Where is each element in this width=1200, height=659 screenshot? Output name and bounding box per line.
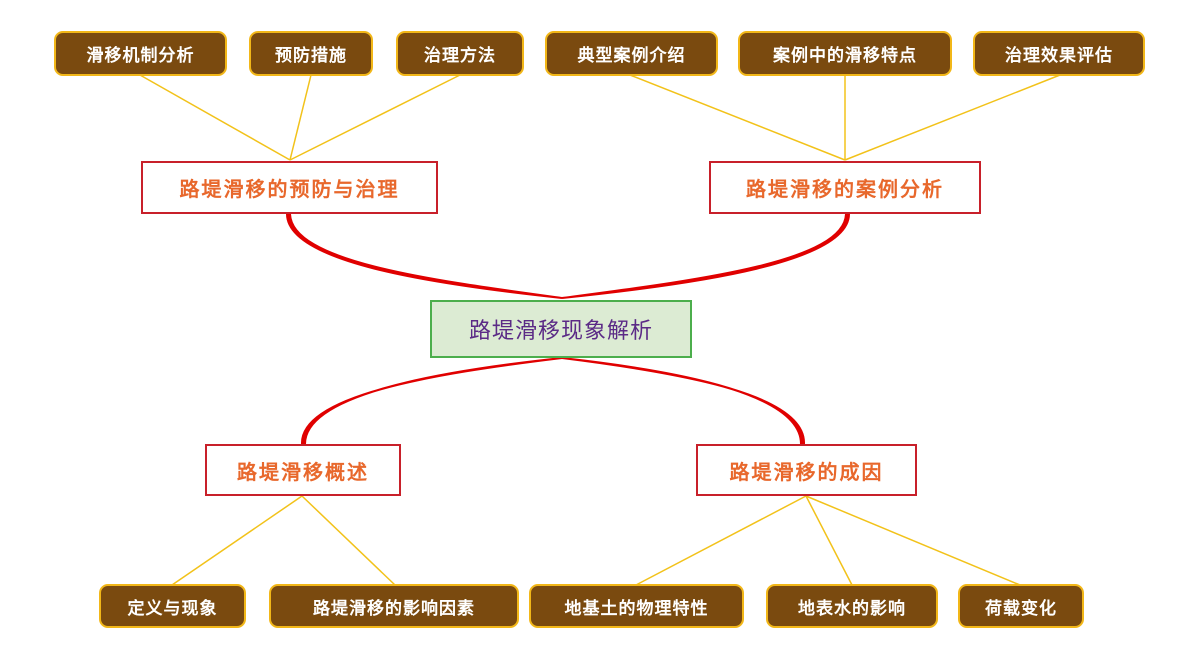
branch-case-analysis[interactable]: 路堤滑移的案例分析 xyxy=(709,161,981,214)
leaf-label: 路堤滑移的影响因素 xyxy=(313,598,475,619)
leaf-prevention-measures[interactable]: 预防措施 xyxy=(249,31,373,76)
main-connector-top-left xyxy=(285,213,563,299)
branch-overview[interactable]: 路堤滑移概述 xyxy=(205,444,401,496)
leaf-label: 地基土的物理特性 xyxy=(564,598,709,619)
leaf-label: 治理效果评估 xyxy=(1005,46,1113,66)
main-connector-bottom-right xyxy=(561,357,806,445)
leaf-label: 治理方法 xyxy=(424,46,496,66)
leaf-treatment-methods[interactable]: 治理方法 xyxy=(396,31,524,76)
leaf-label: 定义与现象 xyxy=(127,598,218,619)
main-connector-bottom-left xyxy=(300,357,563,445)
leaf-connector xyxy=(139,74,291,161)
leaf-connector xyxy=(844,74,1061,161)
leaf-label: 荷载变化 xyxy=(985,598,1057,619)
leaf-label: 地表水的影响 xyxy=(798,598,906,619)
branch-label: 路堤滑移的案例分析 xyxy=(746,177,944,201)
leaf-definition-phenomenon[interactable]: 定义与现象 xyxy=(99,584,246,628)
leaf-connector xyxy=(301,495,396,586)
leaf-soil-properties[interactable]: 地基土的物理特性 xyxy=(529,584,744,628)
central-topic[interactable]: 路堤滑移现象解析 xyxy=(430,300,692,358)
branch-label: 路堤滑移概述 xyxy=(237,459,369,484)
leaf-connector xyxy=(289,74,312,161)
leaf-label: 案例中的滑移特点 xyxy=(773,46,917,66)
leaf-connector xyxy=(629,74,846,161)
leaf-connector xyxy=(805,495,853,586)
main-connector-top-right xyxy=(561,213,851,299)
leaf-label: 滑移机制分析 xyxy=(86,46,195,66)
branch-label: 路堤滑移的预防与治理 xyxy=(179,177,400,201)
leaf-connector xyxy=(805,495,1021,586)
leaf-label: 典型案例介绍 xyxy=(577,46,686,66)
branch-causes[interactable]: 路堤滑移的成因 xyxy=(696,444,917,496)
leaf-typical-cases[interactable]: 典型案例介绍 xyxy=(545,31,718,76)
leaf-connector xyxy=(289,74,461,161)
leaf-case-characteristics[interactable]: 案例中的滑移特点 xyxy=(738,31,952,76)
leaf-sliding-mechanism[interactable]: 滑移机制分析 xyxy=(54,31,227,76)
leaf-load-change[interactable]: 荷载变化 xyxy=(958,584,1084,628)
leaf-influencing-factors[interactable]: 路堤滑移的影响因素 xyxy=(269,584,519,628)
leaf-connector xyxy=(171,495,303,586)
central-topic-label: 路堤滑移现象解析 xyxy=(468,319,653,344)
leaf-surface-water[interactable]: 地表水的影响 xyxy=(766,584,938,628)
branch-prevention-treatment[interactable]: 路堤滑移的预防与治理 xyxy=(141,161,438,214)
leaf-label: 预防措施 xyxy=(275,46,347,66)
branch-label: 路堤滑移的成因 xyxy=(729,459,884,484)
leaf-connector xyxy=(635,495,807,586)
leaf-treatment-evaluation[interactable]: 治理效果评估 xyxy=(973,31,1145,76)
